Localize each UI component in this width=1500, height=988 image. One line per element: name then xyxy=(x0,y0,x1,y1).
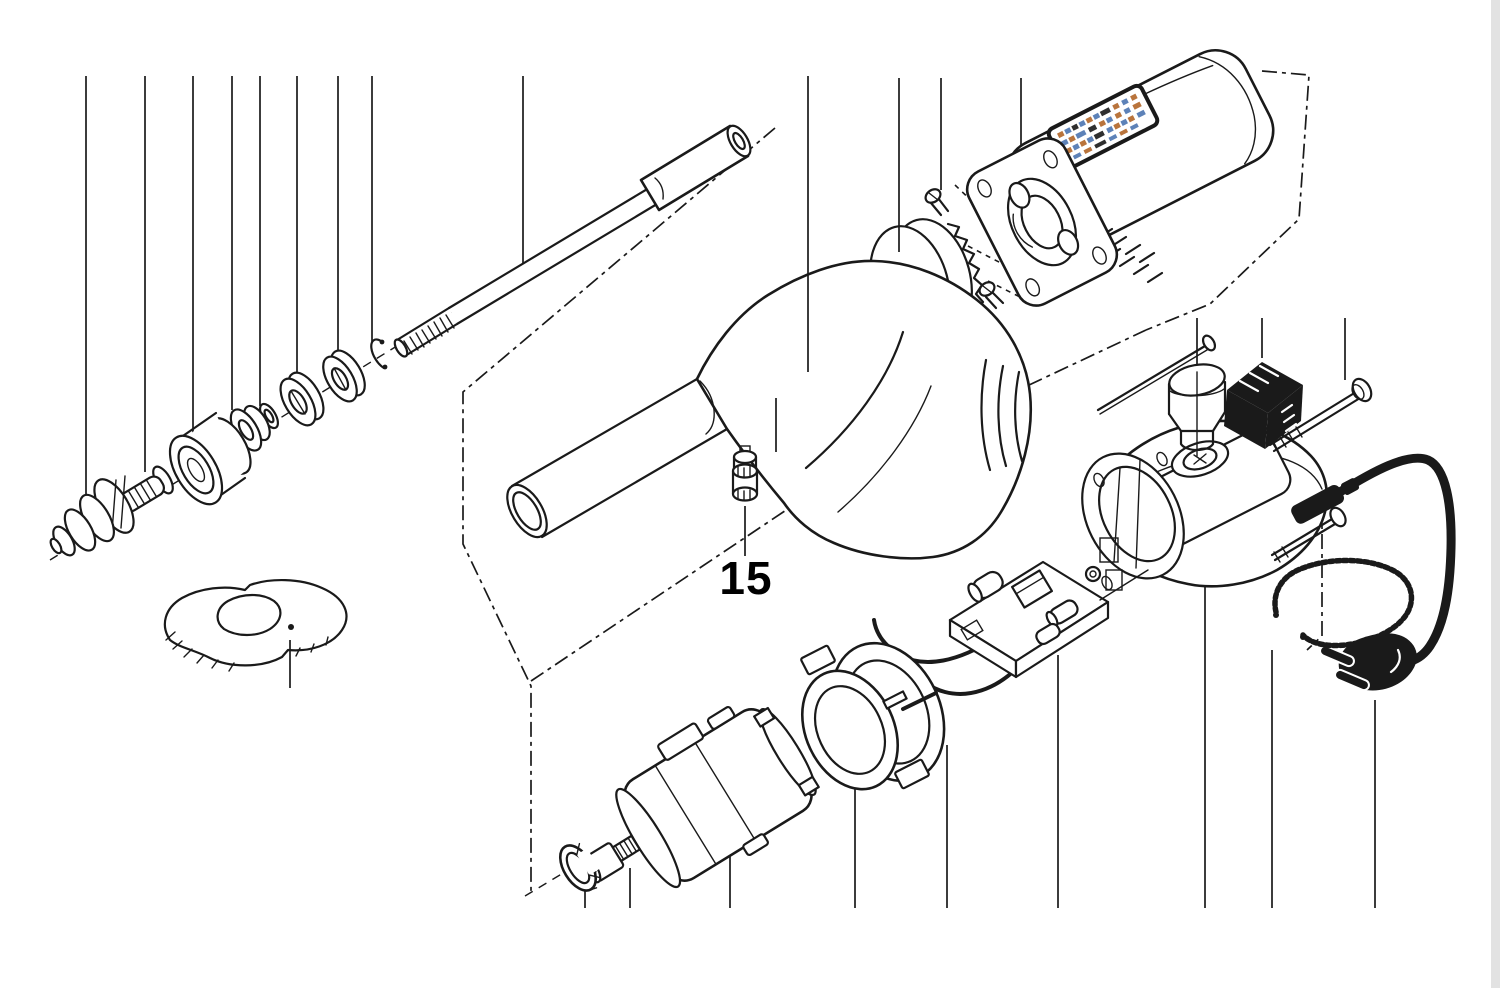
thrust-washers xyxy=(229,404,271,452)
leader-lines xyxy=(85,76,1376,908)
push-button xyxy=(1167,363,1227,457)
power-plug xyxy=(1319,633,1417,692)
shaft-grommet xyxy=(558,842,602,892)
retaining-clip xyxy=(163,578,348,672)
rear-housing xyxy=(1081,419,1329,591)
rating-label xyxy=(1046,83,1160,171)
gear-head-cover xyxy=(695,259,1032,560)
dc-motor xyxy=(615,706,820,889)
outer-tube xyxy=(506,377,729,539)
pcb-assembly xyxy=(872,560,1149,696)
motor-housing-front-plate xyxy=(965,137,1119,307)
scrollbar-track[interactable] xyxy=(1491,0,1500,988)
flexible-shaft xyxy=(393,124,752,358)
tapping-screw-upper xyxy=(924,188,950,217)
motor-clamp xyxy=(800,641,946,791)
shaft-threads xyxy=(393,306,459,358)
housing-screw-lower xyxy=(1270,506,1347,563)
retaining-ring xyxy=(370,338,388,370)
shaft-sleeve xyxy=(639,124,752,212)
power-switch xyxy=(1224,362,1303,449)
front-leader-lines xyxy=(289,76,900,688)
gear-head-vents xyxy=(980,358,1024,472)
bearing-cup xyxy=(168,411,252,506)
chuck-assembly xyxy=(49,338,388,557)
motor-housing xyxy=(965,49,1275,307)
coupling xyxy=(731,445,759,502)
tie-rod xyxy=(1096,334,1217,415)
ball-bearing-front xyxy=(279,371,325,427)
ball-bearing-rear xyxy=(322,349,366,403)
chuck xyxy=(49,475,135,557)
housing-screw-upper xyxy=(1268,377,1373,453)
tapping-screw-lower xyxy=(978,281,1005,310)
part-15-label: 15 xyxy=(719,552,773,604)
cable-guard xyxy=(1272,557,1415,649)
